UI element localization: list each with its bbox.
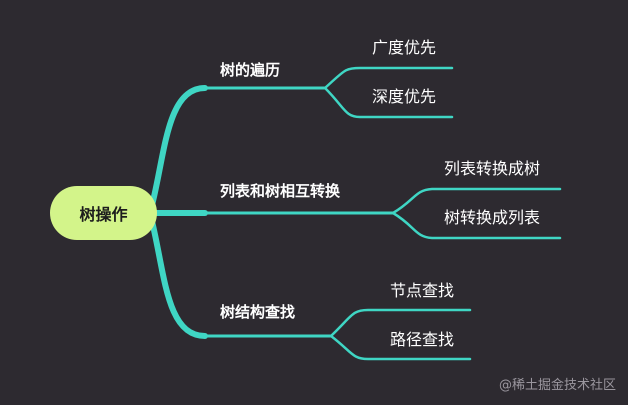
branch-2-label[interactable]: 列表和树相互转换 [220, 182, 341, 200]
branch-3-child-1-label[interactable]: 节点查找 [390, 281, 455, 300]
branch-2-child-2-label[interactable]: 树转换成列表 [444, 208, 541, 227]
edge-root-branch-3 [147, 210, 208, 339]
edge-branch-3-child-1 [329, 308, 472, 338]
edge-branch-3-child-2 [329, 334, 472, 361]
edge-root-branch-1 [147, 85, 208, 216]
branch-3-child-2-label[interactable]: 路径查找 [390, 330, 455, 349]
branch-3-label[interactable]: 树结构查找 [220, 303, 296, 321]
watermark: @稀土掘金技术社区 [498, 378, 616, 393]
edge-branch-1-child-2 [323, 86, 454, 119]
root-node[interactable]: 树操作 [50, 186, 157, 240]
root-node-label: 树操作 [79, 205, 128, 224]
edge-branch-2-child-1 [391, 187, 562, 215]
branch-1-child-2-label[interactable]: 深度优先 [372, 87, 437, 106]
branch-1-child-1-label[interactable]: 广度优先 [372, 38, 437, 57]
branch-2-child-1-label[interactable]: 列表转换成树 [444, 159, 541, 178]
edge-branch-1-child-1 [323, 66, 454, 90]
branch-1-label[interactable]: 树的遍历 [220, 61, 281, 79]
edge-branch-2-child-2 [391, 211, 562, 240]
